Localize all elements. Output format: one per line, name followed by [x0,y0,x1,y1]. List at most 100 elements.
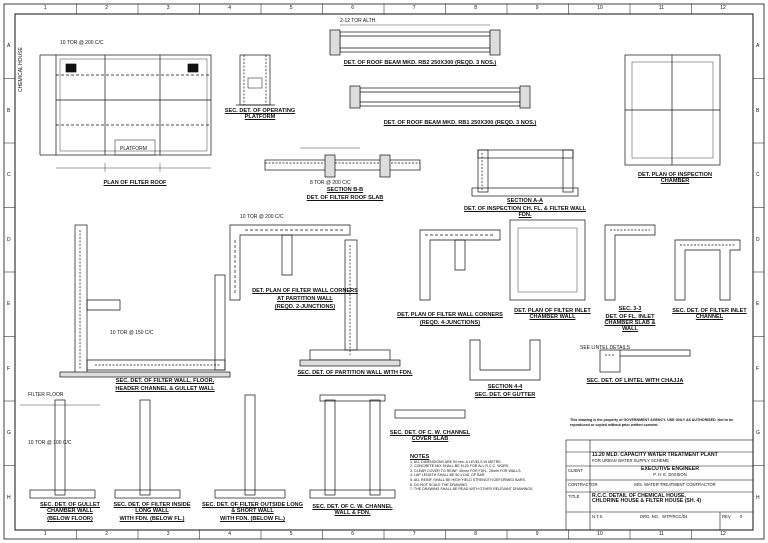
tb-rev-label: REV. [722,514,732,519]
grid-col-label: 11 [658,531,664,537]
grid-row-label: G [756,430,760,437]
title-roof-beam-rb1: DET. OF ROOF BEAM MKD. RB1 250X300 (REQD… [383,120,537,126]
grid-col-label: 8 [474,531,478,537]
grid-col-label: 2 [105,531,109,537]
tb-scale: N.T.S. [592,514,604,519]
grid-row-label: C [7,172,11,179]
title-inside-long-2: WITH FDN. (BELOW FL.) [119,516,185,522]
rebar-label-corners: 10 TOR @ 200 C/C [240,214,284,220]
wall-floor-section [59,224,231,378]
rebar-label-roof: 10 TOR @ 200 C/C [60,40,104,46]
platform-label: PLATFORM [120,146,147,152]
note-item: 6. DO NOT SCALE THE DRAWING. [410,482,469,487]
title-gullet-chamber-1: SEC. DET. OF GULLET CHAMBER WALL [40,502,100,514]
rebar-label-floor: 10 TOR @ 150 C/C [110,330,154,336]
grid-col-label: 6 [351,531,355,537]
title-wall-floor-2: HEADER CHANNEL & GULLET WALL [115,386,215,392]
title-gullet-chamber-2: (BELOW FLOOR) [47,516,93,522]
tb-project-name: 11.20 MLD. CAPACITY WATER TREATMENT PLAN… [592,452,718,458]
grid-row-label: F [756,365,760,372]
cw-channel-section [309,394,396,499]
chemical-house-label: CHEMICAL HOUSE [18,47,24,92]
rebar-label-rb2: 2-12 TOR ALTH. [340,18,377,24]
grid-row-label: G [7,430,11,437]
gutter-section [469,339,541,381]
title-section-44: SECTION 4-4 [487,384,523,390]
title-section-aa: SECTION A-A [506,198,544,204]
grid-row-label: E [7,301,11,308]
grid-col-label: 3 [166,531,170,537]
title-plan-filter-roof: PLAN OF FILTER ROOF [103,180,167,186]
see-lintel-label: SEE LINTEL DETAILS [580,345,631,351]
grid-row-label: H [756,494,760,501]
roof-beam-rb2 [329,24,501,56]
cw-cover-slab-section [394,409,466,419]
grid-col-label: 12 [720,531,726,537]
inlet-chamber-plan [509,219,586,301]
lintel-section [599,349,691,373]
title-wall-floor-1: SEC. DET. OF FILTER WALL, FLOOR, [115,378,215,384]
outside-long-wall-section [214,394,286,499]
grid-row-label: D [756,236,760,243]
grid-col-label: 2 [105,5,109,11]
note-item: 1. ALL DIMENSIONS ARE IN mm. & LEVELS IN… [410,459,502,464]
inlet-channel-section [674,239,741,301]
grid-row-label: A [756,43,760,50]
tb-client-label: CLIENT [568,468,583,473]
note-item: 7. THE DRAWING SHALL BE READ WITH OTHER … [410,487,534,492]
title-section-33-2: DET. OF FL. INLET CHAMBER SLAB & WALL [604,314,656,332]
tb-drg-no-label: DRG. NO. [640,514,660,519]
grid-col-label: 12 [720,5,726,11]
grid-col-label: 11 [658,5,664,11]
grid-col-label: 1 [43,5,47,11]
tb-title-line1: R.C.C. DETAIL OF CHEMICAL HOUSE, [592,493,686,499]
grid-col-label: 4 [228,531,232,537]
grid-row-label: E [756,301,760,308]
grid-row-label: C [756,172,760,179]
title-lintel: SEC. DET. OF LINTEL WITH CHAJJA [586,378,684,384]
tb-client: EXECUTIVE ENGINEER P. H. E. DIVISION [615,466,725,477]
notes-heading: NOTES [410,454,430,460]
plan-filter-roof [39,54,212,172]
grid-col-label: 7 [412,531,416,537]
title-outside-long-1: SEC. DET. OF FILTER OUTSIDE LONG & SHORT… [202,502,303,514]
inside-long-wall-section [114,399,181,499]
grid-col-label: 6 [351,5,355,11]
note-item: 4. LAP LENGTH SHALL BE 50 x DIA. OF BAR. [410,473,486,478]
rebar-label-slab: 8 TOR @ 200 C/C [310,180,351,186]
title-roof-beam-rb2: DET. OF ROOF BEAM MKD. RB2 250X300 (REQD… [343,60,497,66]
tb-client-name: EXECUTIVE ENGINEER [641,466,699,472]
tb-client-sub: P. H. E. DIVISION [653,472,687,477]
grid-col-label: 5 [289,5,293,11]
title-wall-corners-3: (REQD. 2-JUNCTIONS) [274,304,336,310]
note-item: 3. CLEAR COVER TO REINF. 40mm FOR FDN., … [410,468,522,473]
title-wall-corners-1: DET. PLAN OF FILTER WALL CORNERS [252,288,358,294]
grid-col-label: 5 [289,531,293,537]
title-partition-wall: SEC. DET. OF PARTITION WALL WITH FDN. [297,370,413,376]
title-wall-corners-2: AT PARTITION WALL [277,296,333,302]
operating-platform-detail [236,54,275,106]
filter-wall-corners-plan [229,224,351,301]
tb-contractor: M/S. WATER TREATMENT CONTRACTOR [634,482,716,487]
filter-corners-4-plan [419,229,501,301]
notes-section: NOTES 1. ALL DIMENSIONS ARE IN mm. & LEV… [410,454,560,492]
tb-title: R.C.C. DETAIL OF CHEMICAL HOUSE, CHLORIN… [592,493,752,504]
tb-title-line2: CHLORINE HOUSE & FILTER HOUSE (SH. 4) [592,498,702,504]
grid-col-label: 9 [535,5,539,11]
title-plan-inspection: DET. PLAN OF INSPECTION CHAMBER [638,172,712,184]
title-outside-long-2: WITH FDN. (BELOW FL.) [220,516,285,522]
title-roof-slab: DET. OF FILTER ROOF SLAB [306,195,384,201]
note-item: 5. ALL REINF. SHALL BE HIGH YIELD STRENG… [410,477,526,482]
disclaimer-text: This drawing is the property of GOVERNME… [570,418,734,427]
title-inlet-chamber-wall: DET. PLAN OF FILTER INLET CHAMBER WALL [514,308,591,320]
grid-col-label: 10 [597,531,603,537]
title-section-33-1: SEC. 3-3 [618,306,642,312]
section-aa [471,149,579,197]
inspection-chamber-plan [624,54,721,166]
grid-row-label: B [7,107,11,114]
note-item: 2. CONCRETE MIX SHALL BE M-20 FOR ALL R.… [410,464,510,469]
rebar-label-gullet: 10 TOR @ 100 C/C [28,440,72,446]
grid-col-label: 1 [43,531,47,537]
tb-project-sub: FOR URBAN WATER SUPPLY SCHEME [592,458,669,463]
